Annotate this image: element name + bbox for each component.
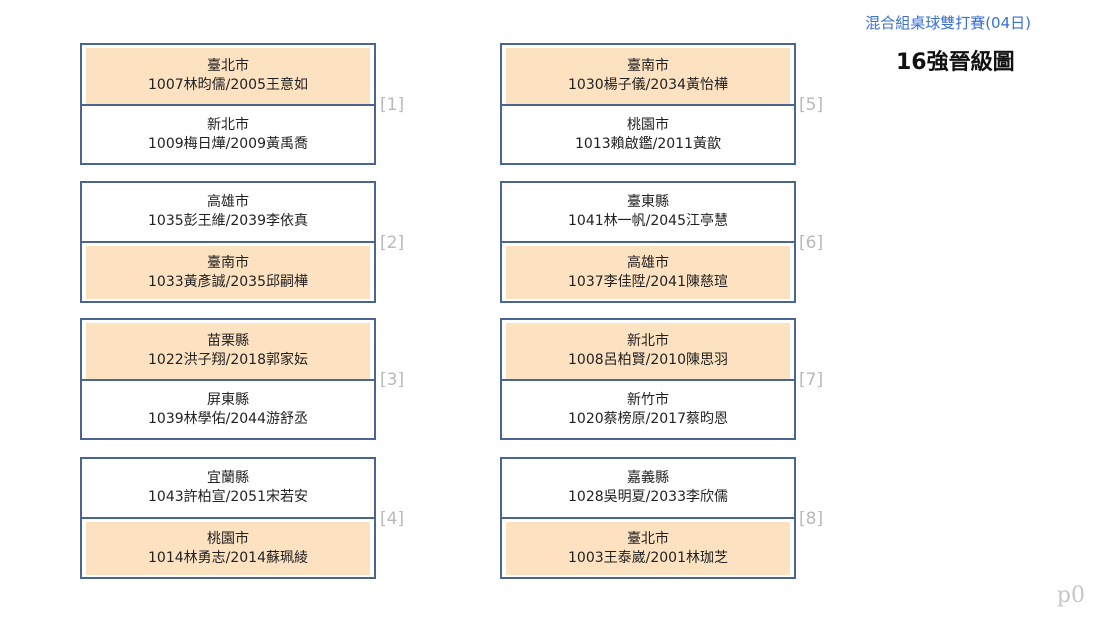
team-name: 臺北市 xyxy=(627,530,669,547)
team-name: 臺東縣 xyxy=(627,194,669,210)
team-name: 臺南市 xyxy=(627,58,669,74)
players-names: 1035彭王維/2039李依真 xyxy=(148,213,308,229)
players-names: 1008呂柏賢/2010陳思羽 xyxy=(568,352,728,368)
slot-divider xyxy=(82,104,374,106)
match-6-bottom-slot[interactable]: 高雄市 1037李佳陞/2041陳慈瑄 xyxy=(506,246,790,299)
match-box-4[interactable]: 宜蘭縣 1043許柏宣/2051宋若安桃園市 1014林勇志/2014蘇珮綾 xyxy=(80,457,376,579)
match-number-6: [6] xyxy=(799,233,824,253)
slot-divider xyxy=(502,104,794,106)
players-names: 1013賴啟鑑/2011黃歆 xyxy=(575,136,721,152)
match-number-1: [1] xyxy=(380,95,405,115)
team-name: 新北市 xyxy=(207,117,249,133)
match-8-bottom-slot[interactable]: 臺北市 1003王泰崴/2001林珈芝 xyxy=(506,522,790,575)
match-box-3[interactable]: 苗栗縣 1022洪子翔/2018郭家妘屏東縣 1039林學佑/2044游舒丞 xyxy=(80,318,376,440)
match-box-7[interactable]: 新北市 1008呂柏賢/2010陳思羽新竹市 1020蔡榜原/2017蔡昀恩 xyxy=(500,318,796,440)
team-name: 高雄市 xyxy=(627,254,669,271)
match-box-1[interactable]: 臺北市 1007林昀儒/2005王意如新北市 1009梅日燁/2009黃禹喬 xyxy=(80,43,376,165)
players-names: 1007林昀儒/2005王意如 xyxy=(148,77,308,93)
team-name: 宜蘭縣 xyxy=(207,470,249,486)
team-name: 新北市 xyxy=(627,333,669,349)
players-names: 1028吳明夏/2033李欣儒 xyxy=(568,489,728,505)
players-names: 1030楊子儀/2034黃怡樺 xyxy=(568,77,728,93)
slot-divider xyxy=(82,517,374,519)
team-name: 嘉義縣 xyxy=(627,470,669,486)
team-name: 桃園市 xyxy=(207,530,249,547)
match-box-8[interactable]: 嘉義縣 1028吳明夏/2033李欣儒臺北市 1003王泰崴/2001林珈芝 xyxy=(500,457,796,579)
players-names: 1039林學佑/2044游舒丞 xyxy=(148,411,308,427)
match-1-top-slot[interactable]: 臺北市 1007林昀儒/2005王意如 xyxy=(86,48,370,104)
players-names: 1037李佳陞/2041陳慈瑄 xyxy=(568,273,728,290)
players-names: 1043許柏宣/2051宋若安 xyxy=(148,489,308,505)
match-number-8: [8] xyxy=(799,509,824,529)
match-2-top-slot[interactable]: 高雄市 1035彭王維/2039李依真 xyxy=(82,183,374,241)
match-6-top-slot[interactable]: 臺東縣 1041林一帆/2045江亭慧 xyxy=(502,183,794,241)
match-number-3: [3] xyxy=(380,370,405,390)
match-number-4: [4] xyxy=(380,509,405,529)
team-name: 苗栗縣 xyxy=(207,333,249,349)
players-names: 1009梅日燁/2009黃禹喬 xyxy=(148,136,308,152)
players-names: 1020蔡榜原/2017蔡昀恩 xyxy=(568,411,728,427)
slot-divider xyxy=(502,241,794,243)
event-link[interactable]: 混合組桌球雙打賽(04日) xyxy=(865,14,1031,32)
match-box-2[interactable]: 高雄市 1035彭王維/2039李依真臺南市 1033黃彥誠/2035邱嗣樺 xyxy=(80,181,376,303)
bracket-title: 16強晉級圖 xyxy=(896,50,1015,75)
team-name: 臺南市 xyxy=(207,254,249,271)
players-names: 1022洪子翔/2018郭家妘 xyxy=(148,352,308,368)
match-1-bottom-slot[interactable]: 新北市 1009梅日燁/2009黃禹喬 xyxy=(82,106,374,164)
match-8-top-slot[interactable]: 嘉義縣 1028吳明夏/2033李欣儒 xyxy=(502,459,794,517)
slot-divider xyxy=(82,379,374,381)
match-4-top-slot[interactable]: 宜蘭縣 1043許柏宣/2051宋若安 xyxy=(82,459,374,517)
players-names: 1014林勇志/2014蘇珮綾 xyxy=(148,549,308,566)
match-box-5[interactable]: 臺南市 1030楊子儀/2034黃怡樺桃園市 1013賴啟鑑/2011黃歆 xyxy=(500,43,796,165)
team-name: 臺北市 xyxy=(207,58,249,74)
team-name: 高雄市 xyxy=(207,194,249,210)
slot-divider xyxy=(82,241,374,243)
match-number-5: [5] xyxy=(799,95,824,115)
match-3-top-slot[interactable]: 苗栗縣 1022洪子翔/2018郭家妘 xyxy=(86,323,370,379)
match-box-6[interactable]: 臺東縣 1041林一帆/2045江亭慧高雄市 1037李佳陞/2041陳慈瑄 xyxy=(500,181,796,303)
match-5-top-slot[interactable]: 臺南市 1030楊子儀/2034黃怡樺 xyxy=(506,48,790,104)
slot-divider xyxy=(502,379,794,381)
players-names: 1041林一帆/2045江亭慧 xyxy=(568,213,728,229)
team-name: 桃園市 xyxy=(627,117,669,133)
players-names: 1003王泰崴/2001林珈芝 xyxy=(568,549,728,566)
match-3-bottom-slot[interactable]: 屏東縣 1039林學佑/2044游舒丞 xyxy=(82,381,374,439)
match-7-bottom-slot[interactable]: 新竹市 1020蔡榜原/2017蔡昀恩 xyxy=(502,381,794,439)
match-2-bottom-slot[interactable]: 臺南市 1033黃彥誠/2035邱嗣樺 xyxy=(86,246,370,299)
match-4-bottom-slot[interactable]: 桃園市 1014林勇志/2014蘇珮綾 xyxy=(86,522,370,575)
match-number-2: [2] xyxy=(380,233,405,253)
team-name: 新竹市 xyxy=(627,392,669,408)
slot-divider xyxy=(502,517,794,519)
players-names: 1033黃彥誠/2035邱嗣樺 xyxy=(148,273,308,290)
match-5-bottom-slot[interactable]: 桃園市 1013賴啟鑑/2011黃歆 xyxy=(502,106,794,164)
page-label: p0 xyxy=(1056,583,1085,608)
team-name: 屏東縣 xyxy=(207,392,249,408)
match-number-7: [7] xyxy=(799,370,824,390)
match-7-top-slot[interactable]: 新北市 1008呂柏賢/2010陳思羽 xyxy=(506,323,790,379)
